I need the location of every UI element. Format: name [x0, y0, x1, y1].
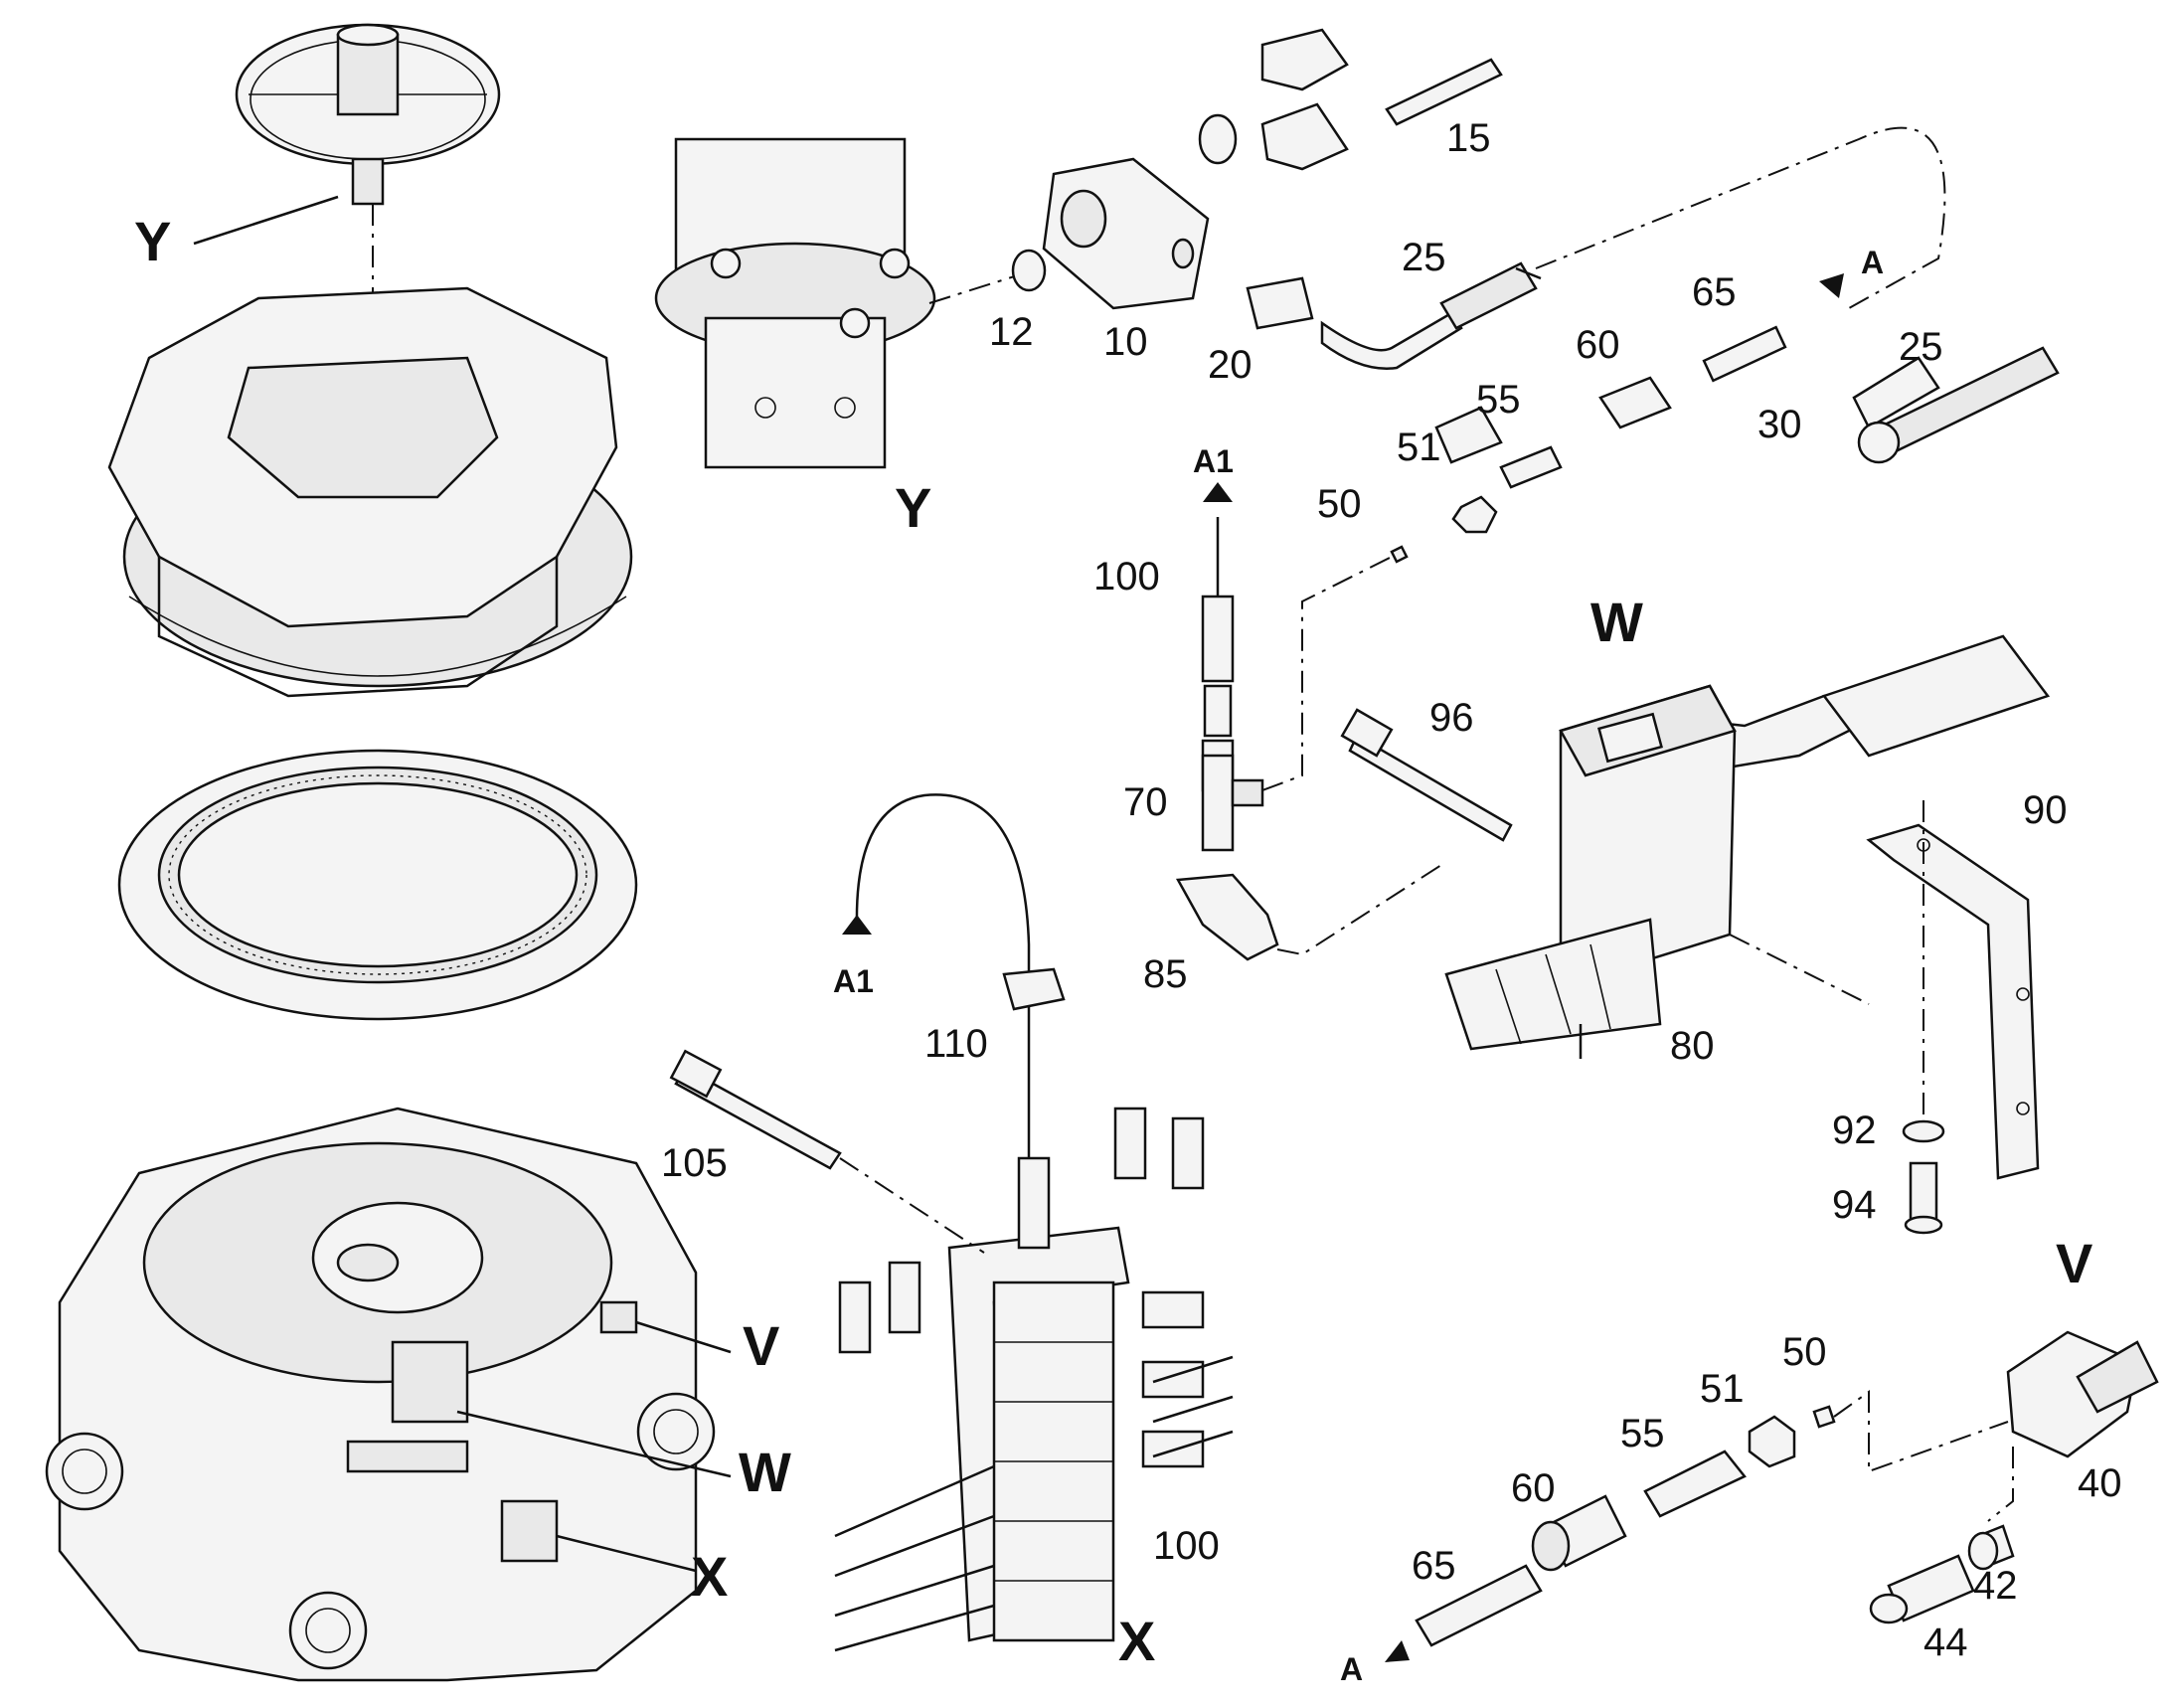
part-num-110: 110	[924, 1022, 988, 1066]
part-num-90: 90	[2023, 788, 2068, 832]
tee-70	[1201, 754, 1264, 852]
part-num-60a: 60	[1576, 323, 1620, 367]
arrow-a1-top	[1203, 482, 1233, 502]
part-num-25b: 25	[1899, 325, 1943, 369]
part-num-65a: 65	[1692, 270, 1737, 314]
arrow-a1-left	[842, 915, 872, 935]
part-num-55a: 55	[1476, 378, 1521, 422]
leader-w	[456, 1410, 732, 1478]
top-plate-assembly	[235, 23, 501, 206]
part-num-70: 70	[1123, 780, 1168, 824]
view-label-y-detail: Y	[895, 476, 931, 539]
leader-x	[556, 1534, 697, 1573]
part-num-40: 40	[2078, 1461, 2122, 1505]
part-num-100a: 100	[1093, 555, 1160, 598]
part-num-12: 12	[989, 310, 1034, 354]
line-105-x	[839, 1157, 985, 1254]
arrow-a-bottom	[1385, 1640, 1410, 1662]
part-num-15: 15	[1446, 116, 1491, 160]
x-detail-distributor	[834, 793, 1234, 1652]
part-num-92: 92	[1832, 1109, 1877, 1152]
part-num-50b: 50	[1782, 1330, 1827, 1374]
part-num-25a: 25	[1402, 236, 1446, 279]
part-num-94: 94	[1832, 1183, 1877, 1227]
vertical-tube-100	[1201, 517, 1235, 792]
part-num-105: 105	[661, 1141, 728, 1185]
part-num-65b: 65	[1412, 1544, 1456, 1588]
part-num-50a: 50	[1317, 482, 1362, 526]
slewing-ring	[117, 749, 638, 1021]
w-detail-block	[1444, 634, 2051, 1059]
v-detail-parts	[1415, 1330, 2159, 1647]
part-num-80: 80	[1670, 1024, 1715, 1068]
bolt-96	[1340, 708, 1513, 842]
arrow-label-a1-left: A1	[833, 963, 874, 999]
arrow-label-a-top: A	[1861, 245, 1884, 280]
bracket-90	[1866, 823, 2040, 1180]
arrow-label-a1-top: A1	[1193, 443, 1234, 479]
turntable-frame	[107, 286, 633, 698]
view-label-x-detail: X	[1118, 1610, 1155, 1672]
fittings-row-top	[1390, 325, 2060, 564]
arrow-a-top	[1819, 273, 1844, 298]
chassis-assembly	[45, 1107, 716, 1682]
line-85-80	[1276, 864, 1442, 956]
y-detail-motor	[654, 137, 936, 469]
view-label-v-detail: V	[2056, 1232, 2092, 1294]
y-axis-line	[928, 272, 1025, 304]
washer-92	[1902, 1119, 1945, 1143]
arrow-label-a-bottom: A	[1340, 1651, 1363, 1687]
view-label-x-overview: X	[691, 1545, 728, 1608]
part-num-85: 85	[1143, 952, 1188, 996]
part-num-55b: 55	[1620, 1412, 1665, 1455]
part-num-30: 30	[1757, 403, 1802, 446]
leader-y	[193, 195, 339, 246]
view-label-w-detail: W	[1590, 591, 1643, 653]
view-label-w-overview: W	[739, 1441, 791, 1503]
part-num-96: 96	[1429, 696, 1474, 740]
valve-85	[1175, 873, 1279, 961]
view-label-y-overview: Y	[134, 210, 171, 272]
line-v-50	[1833, 1390, 2009, 1473]
hose-route-line	[1535, 126, 1946, 309]
flange-parts	[1011, 28, 1542, 370]
part-num-51a: 51	[1397, 426, 1441, 469]
bolt-94	[1904, 1161, 1943, 1235]
part-num-44: 44	[1923, 1621, 1968, 1664]
labels: Y Y W X V V W X 15 12 10 20 25 65 60 25 …	[134, 116, 2122, 1687]
line-70-50	[1261, 556, 1393, 791]
part-num-100b: 100	[1153, 1524, 1220, 1568]
bolt-105	[669, 1049, 842, 1170]
leader-v	[635, 1320, 732, 1354]
line-80-90	[1729, 934, 1870, 1005]
part-num-60b: 60	[1511, 1466, 1556, 1510]
part-num-10: 10	[1103, 320, 1148, 364]
line-v-42	[1987, 1447, 2014, 1522]
view-label-v-overview: V	[743, 1314, 779, 1377]
part-num-20: 20	[1208, 343, 1253, 387]
part-num-51b: 51	[1700, 1367, 1745, 1411]
part-num-42: 42	[1973, 1564, 2018, 1608]
